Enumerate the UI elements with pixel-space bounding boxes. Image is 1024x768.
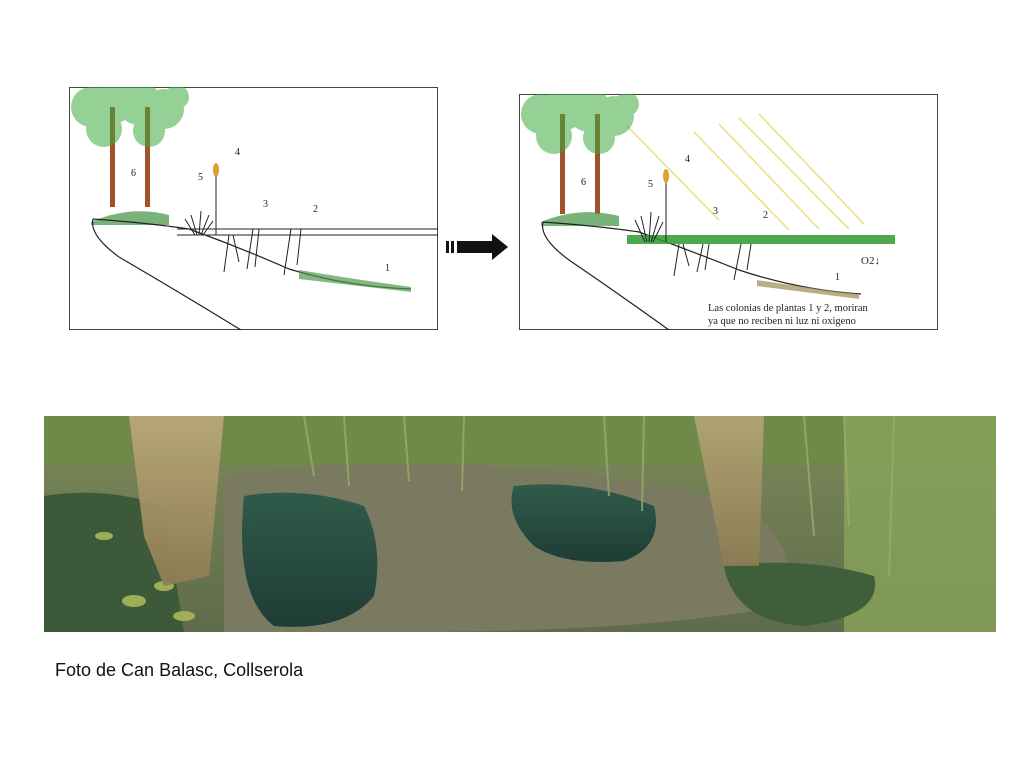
tree-trunk (560, 114, 565, 214)
cattail-head (213, 163, 219, 177)
shoreline (91, 218, 242, 330)
label-6: 6 (131, 168, 136, 179)
note-line-2: ya que no reciben ni luz ni oxigeno (708, 316, 856, 327)
pond-photo (44, 416, 996, 632)
label-6: 6 (581, 177, 586, 188)
oxygen-label: O2↓ (861, 255, 880, 267)
label-5: 5 (648, 179, 653, 190)
cattail-head (663, 169, 669, 183)
submerged-grass (299, 270, 411, 292)
shoreline (541, 221, 670, 330)
tree-trunk (145, 107, 150, 207)
label-3: 3 (713, 206, 718, 217)
tree-trunk (110, 107, 115, 207)
label-2: 2 (763, 210, 768, 221)
pond-diagram-before: 1 2 3 4 5 6 (69, 87, 438, 330)
label-3: 3 (263, 199, 268, 210)
label-2: 2 (313, 204, 318, 215)
sun-rays (626, 113, 865, 231)
dying-submerged-grass (757, 280, 859, 299)
label-1: 1 (385, 263, 390, 274)
diagram-frame (69, 87, 438, 330)
aquatic-plants (634, 172, 752, 281)
label-4: 4 (685, 154, 690, 165)
trees (71, 87, 189, 207)
label-5: 5 (198, 172, 203, 183)
label-1: 1 (835, 272, 840, 283)
tree-trunk (595, 114, 600, 214)
algae-layer (627, 235, 895, 244)
grass-bank (91, 211, 169, 225)
tree-foliage (521, 94, 639, 154)
pond-diagram-after: 1 2 3 4 5 6 O2↓ Las colonias de plantas … (519, 94, 938, 330)
pond-bottom (542, 221, 862, 295)
photo-caption: Foto de Can Balasc, Collserola (55, 660, 304, 680)
label-4: 4 (235, 147, 240, 158)
tree-foliage (71, 87, 189, 147)
trees (521, 94, 639, 214)
grass-bank (541, 212, 619, 226)
note-line-1: Las colonias de plantas 1 y 2, moriran (708, 303, 869, 314)
right-arrow-icon (446, 234, 508, 260)
aquatic-plants (184, 165, 302, 276)
